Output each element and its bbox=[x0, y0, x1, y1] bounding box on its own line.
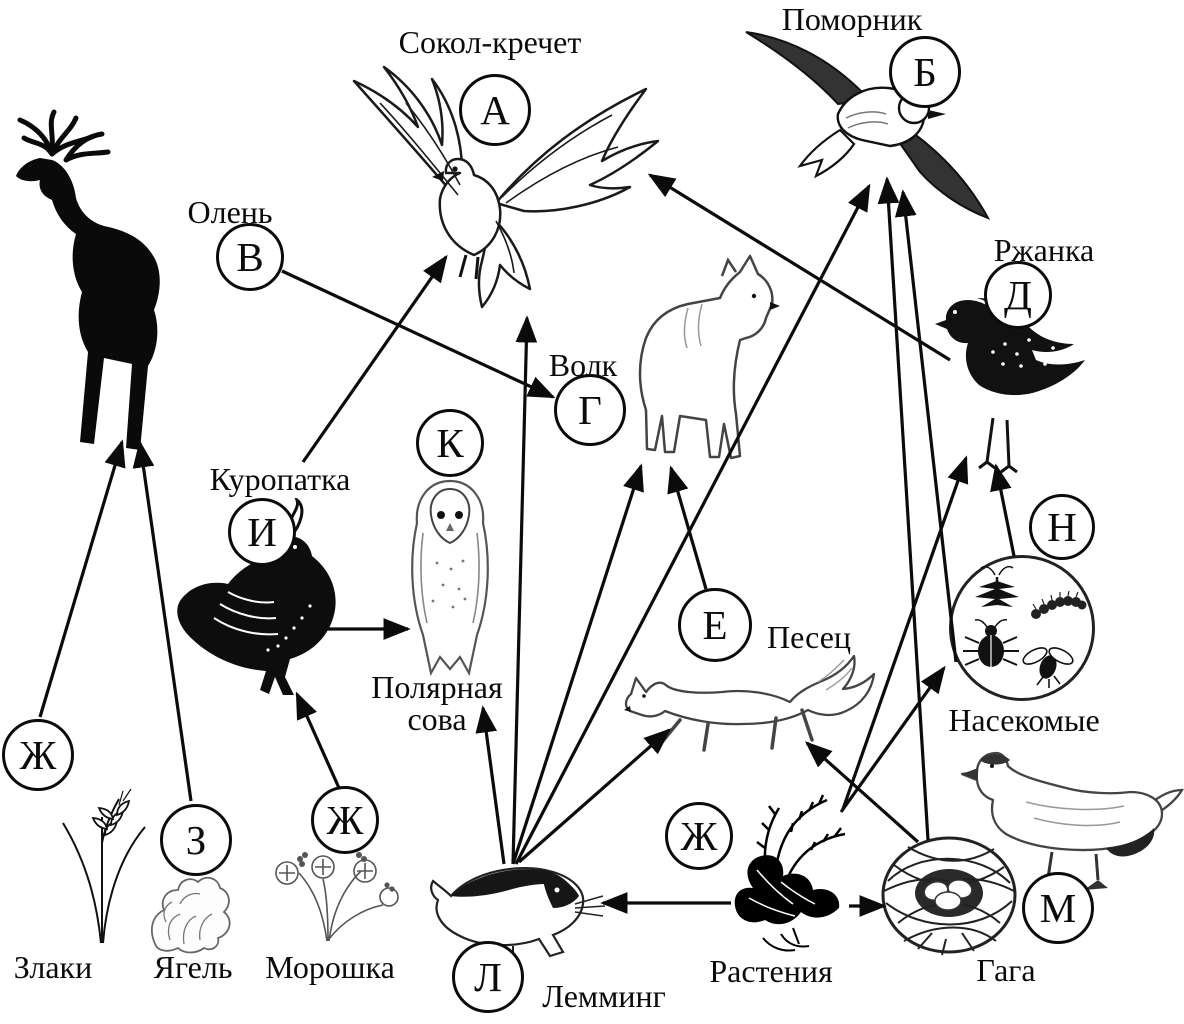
letter-circle-wolf: Г bbox=[554, 374, 626, 446]
insects-picture-circle bbox=[949, 555, 1095, 701]
deer-image bbox=[0, 108, 170, 460]
label-lichen: Ягель bbox=[153, 949, 233, 985]
label-partridge: Куропатка bbox=[209, 461, 351, 497]
arrow-plants-to-plover bbox=[841, 455, 969, 810]
letter-circle-skua: Б bbox=[889, 36, 961, 108]
label-deer: Олень bbox=[187, 194, 273, 230]
arrow-eider-to-skua bbox=[877, 176, 930, 841]
label-plants: Растения bbox=[709, 953, 833, 989]
label-eider: Гага bbox=[976, 952, 1036, 988]
letter-skua: Б bbox=[913, 48, 937, 95]
gyrfalcon-image bbox=[340, 55, 660, 323]
letter-lemming: Л bbox=[474, 953, 502, 1000]
grains-image bbox=[43, 783, 153, 951]
arrow-plants-to-insects bbox=[839, 665, 946, 813]
arrow-cloudberry-to-partridge bbox=[295, 691, 341, 789]
letter-eider: М bbox=[1039, 884, 1077, 931]
label-polar-owl: Полярная сова bbox=[371, 669, 503, 737]
letter-circle-falcon: А bbox=[459, 74, 531, 146]
arrow-arctic-fox-to-wolf bbox=[667, 465, 708, 590]
arrow-insects-to-plover bbox=[990, 463, 1016, 557]
plants-image bbox=[723, 778, 853, 962]
arrow-lichen-to-deer bbox=[132, 440, 193, 802]
letter-circle-eider: М bbox=[1022, 872, 1094, 944]
label-skua: Поморник bbox=[781, 1, 923, 37]
letter-plants: Ж bbox=[680, 812, 718, 859]
letter-circle-grains: Ж bbox=[2, 719, 74, 791]
label-cloudberry: Морошка bbox=[265, 949, 395, 985]
letter-circle-insects: Н bbox=[1029, 494, 1095, 560]
arrow-lemming-to-falcon bbox=[511, 315, 538, 865]
label-plover: Ржанка bbox=[993, 232, 1095, 268]
arrow-lemming-to-polar-owl bbox=[475, 705, 506, 865]
arrow-lemming-to-arctic-fox bbox=[517, 728, 672, 864]
letter-circle-deer: В bbox=[216, 223, 284, 291]
arrow-lemming-to-skua bbox=[514, 183, 871, 865]
letter-circle-arctic-fox: Е bbox=[678, 588, 752, 662]
label-insects: Насекомые bbox=[948, 702, 1100, 738]
polar-owl-image bbox=[403, 473, 497, 687]
letter-circle-cloudberry: Ж bbox=[311, 786, 379, 854]
letter-circle-plover: Д bbox=[984, 261, 1052, 329]
arrow-eider-to-arctic-fox bbox=[804, 741, 920, 844]
letter-deer: В bbox=[236, 233, 264, 280]
letter-polar-owl: К bbox=[436, 419, 464, 466]
letter-falcon: А bbox=[480, 86, 510, 133]
arrow-plover-to-falcon bbox=[647, 173, 951, 362]
letter-circle-lemming: Л bbox=[452, 941, 524, 1013]
letter-circle-plants: Ж bbox=[665, 802, 733, 870]
arrow-insects-to-skua bbox=[894, 189, 958, 663]
letter-arctic-fox: Е bbox=[702, 601, 728, 648]
letter-wolf: Г bbox=[578, 386, 602, 433]
letter-grains: Ж bbox=[19, 731, 57, 778]
nest-image bbox=[878, 831, 1020, 959]
label-lemming: Лемминг bbox=[542, 978, 666, 1014]
lichen-image bbox=[136, 870, 240, 954]
arrow-lemming-to-wolf bbox=[511, 463, 644, 865]
skua-image bbox=[742, 22, 1000, 240]
label-grains: Злаки bbox=[13, 949, 93, 985]
letter-cloudberry: Ж bbox=[326, 796, 364, 843]
letter-partridge: И bbox=[247, 508, 277, 555]
arrow-deer-to-wolf bbox=[281, 269, 556, 399]
eider-image bbox=[956, 740, 1184, 892]
letter-insects: Н bbox=[1047, 503, 1077, 550]
arrow-grains-to-deer bbox=[38, 439, 126, 718]
wolf-image bbox=[622, 252, 797, 477]
letter-circle-partridge: И bbox=[228, 498, 296, 566]
letter-lichen: З bbox=[185, 816, 207, 863]
letter-plover: Д bbox=[1004, 271, 1032, 318]
letter-circle-polar-owl: К bbox=[416, 409, 484, 477]
label-falcon: Сокол-кречет bbox=[398, 24, 582, 60]
letter-circle-lichen: З bbox=[160, 804, 232, 876]
cloudberry-image bbox=[253, 843, 405, 945]
label-arctic-fox: Песец bbox=[766, 619, 852, 655]
insects-image bbox=[951, 557, 1093, 699]
arrow-partridge-to-falcon bbox=[301, 254, 448, 463]
